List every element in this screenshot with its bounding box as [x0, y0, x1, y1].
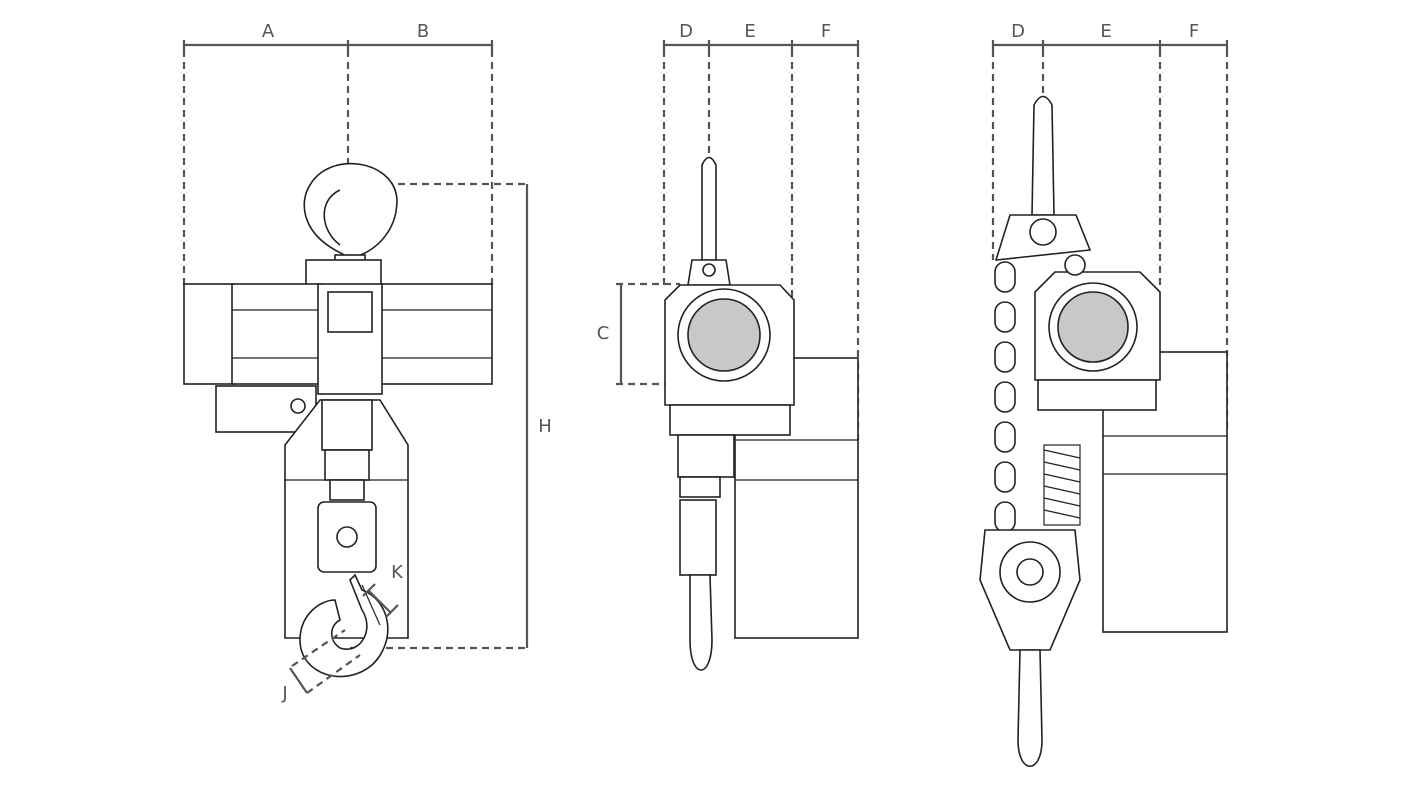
chain-link [994, 461, 1016, 493]
extension-line [306, 654, 361, 694]
hand-chain [994, 261, 1016, 533]
chain-guide [677, 434, 735, 478]
chain-guide [324, 449, 370, 481]
motor-cap [183, 283, 235, 385]
top-hook-side [701, 156, 717, 261]
label-e: E [1100, 21, 1111, 42]
label-h: H [538, 416, 552, 437]
chain-link [994, 501, 1016, 533]
extension-line [291, 629, 346, 667]
dim-tick [385, 604, 399, 618]
side-view-hook: D E F C [597, 21, 860, 671]
dim-line-j [289, 667, 308, 694]
chain-link [994, 341, 1016, 373]
top-hook [303, 162, 398, 259]
dim-tick [362, 583, 376, 597]
gear-plate [669, 404, 791, 436]
motor-body-right [379, 283, 493, 385]
label-e: E [744, 21, 755, 42]
vent-mesh [1057, 291, 1129, 363]
chain-link [994, 381, 1016, 413]
bottom-block-side [679, 499, 717, 576]
chain-link [994, 261, 1016, 293]
hook-block [305, 259, 382, 287]
label-j: J [281, 683, 287, 704]
motor-body-left [231, 283, 323, 385]
chain-link [679, 476, 721, 498]
chain-link [994, 421, 1016, 453]
eye-pin [702, 263, 716, 277]
gear-housing [321, 399, 373, 451]
spring-coils [1043, 449, 1081, 519]
side-view-trolley: D E F [979, 21, 1229, 768]
label-d: D [1011, 21, 1025, 42]
control-knob [290, 398, 306, 414]
chain-link [329, 479, 365, 501]
bottom-hook-side [1017, 649, 1043, 768]
center-window [327, 291, 373, 333]
spring [1043, 444, 1081, 526]
front-view: A B H J K [182, 21, 552, 704]
vent-mesh [687, 298, 761, 372]
sheave-hub [1016, 558, 1044, 586]
chain-link [994, 301, 1016, 333]
dim-line-k [367, 589, 391, 613]
label-b: B [417, 21, 429, 42]
block-pin [336, 526, 358, 548]
label-f: F [821, 21, 831, 42]
top-hook-side [1031, 95, 1055, 216]
label-k: K [391, 562, 404, 583]
trolley-pin [1029, 218, 1057, 246]
eye-pin [1064, 254, 1086, 276]
hook-latch [361, 584, 381, 626]
bottom-hook-side [689, 574, 713, 671]
label-c: C [597, 323, 610, 344]
label-d: D [679, 21, 693, 42]
bottom-hook [299, 573, 389, 678]
gear-plate [1037, 379, 1157, 411]
label-a: A [262, 21, 275, 42]
label-f: F [1189, 21, 1199, 42]
